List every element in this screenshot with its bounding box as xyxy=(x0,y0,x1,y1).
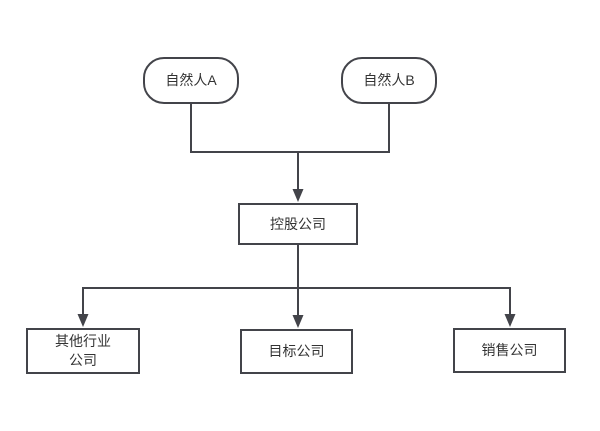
node-other-industry-company: 其他行业 公司 xyxy=(26,328,140,374)
node-other-industry-company-label-line2: 公司 xyxy=(69,352,97,368)
arrowhead-to-holding xyxy=(292,189,304,202)
node-holding-company-label: 控股公司 xyxy=(270,215,326,232)
node-natural-person-b-label: 自然人B xyxy=(363,72,415,88)
node-sales-company: 销售公司 xyxy=(453,328,566,373)
node-sales-company-label: 销售公司 xyxy=(481,342,538,358)
edge-persons-merge xyxy=(190,104,390,153)
arrowhead-to-other xyxy=(77,314,89,327)
node-natural-person-b: 自然人B xyxy=(341,57,437,104)
node-natural-person-a: 自然人A xyxy=(143,57,239,104)
node-target-company-label: 目标公司 xyxy=(268,343,325,359)
arrowhead-to-sales xyxy=(504,314,516,327)
arrowhead-to-target xyxy=(292,315,304,328)
node-natural-person-a-label: 自然人A xyxy=(165,72,217,88)
node-other-industry-company-label-line1: 其他行业 xyxy=(55,333,111,349)
node-holding-company: 控股公司 xyxy=(238,203,358,245)
node-target-company: 目标公司 xyxy=(240,329,353,374)
